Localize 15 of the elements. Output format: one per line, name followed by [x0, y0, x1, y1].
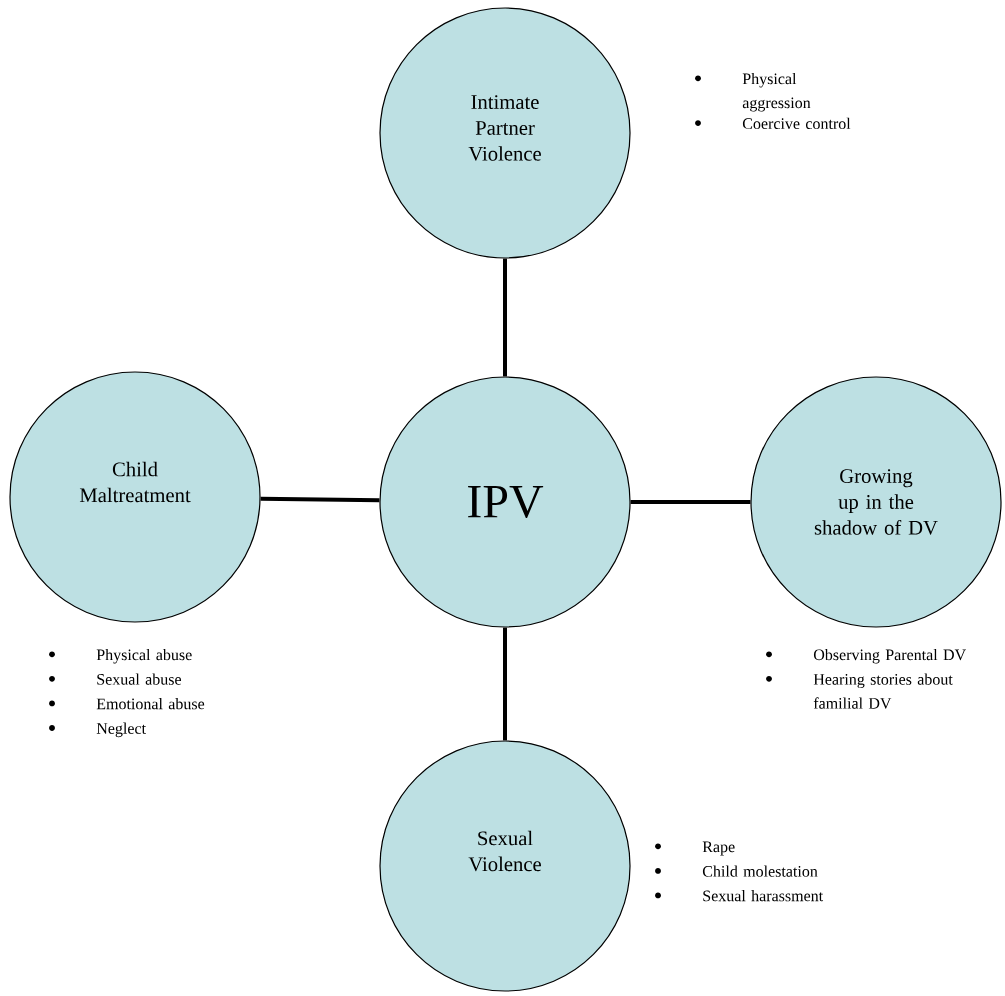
- list-item: Emotional abuse: [96, 698, 205, 710]
- list-item: Sexual harassment: [703, 890, 824, 902]
- connector-line: [630, 500, 751, 504]
- list-item: Child molestation: [702, 865, 818, 877]
- list-item: Neglect: [96, 722, 146, 738]
- list-item: Sexual abuse: [97, 673, 181, 685]
- connector-line: [503, 627, 507, 741]
- list-item: Rape: [702, 841, 735, 856]
- connector-line: [260, 496, 380, 503]
- list-item: Hearing stories about familial DV: [813, 673, 953, 709]
- connector-line: [503, 258, 507, 377]
- list-item: Physical aggression: [742, 72, 811, 112]
- list-item: Coercive control: [742, 117, 851, 129]
- list-item: Observing Parental DV: [813, 648, 966, 664]
- list-item: Physical abuse: [96, 648, 192, 664]
